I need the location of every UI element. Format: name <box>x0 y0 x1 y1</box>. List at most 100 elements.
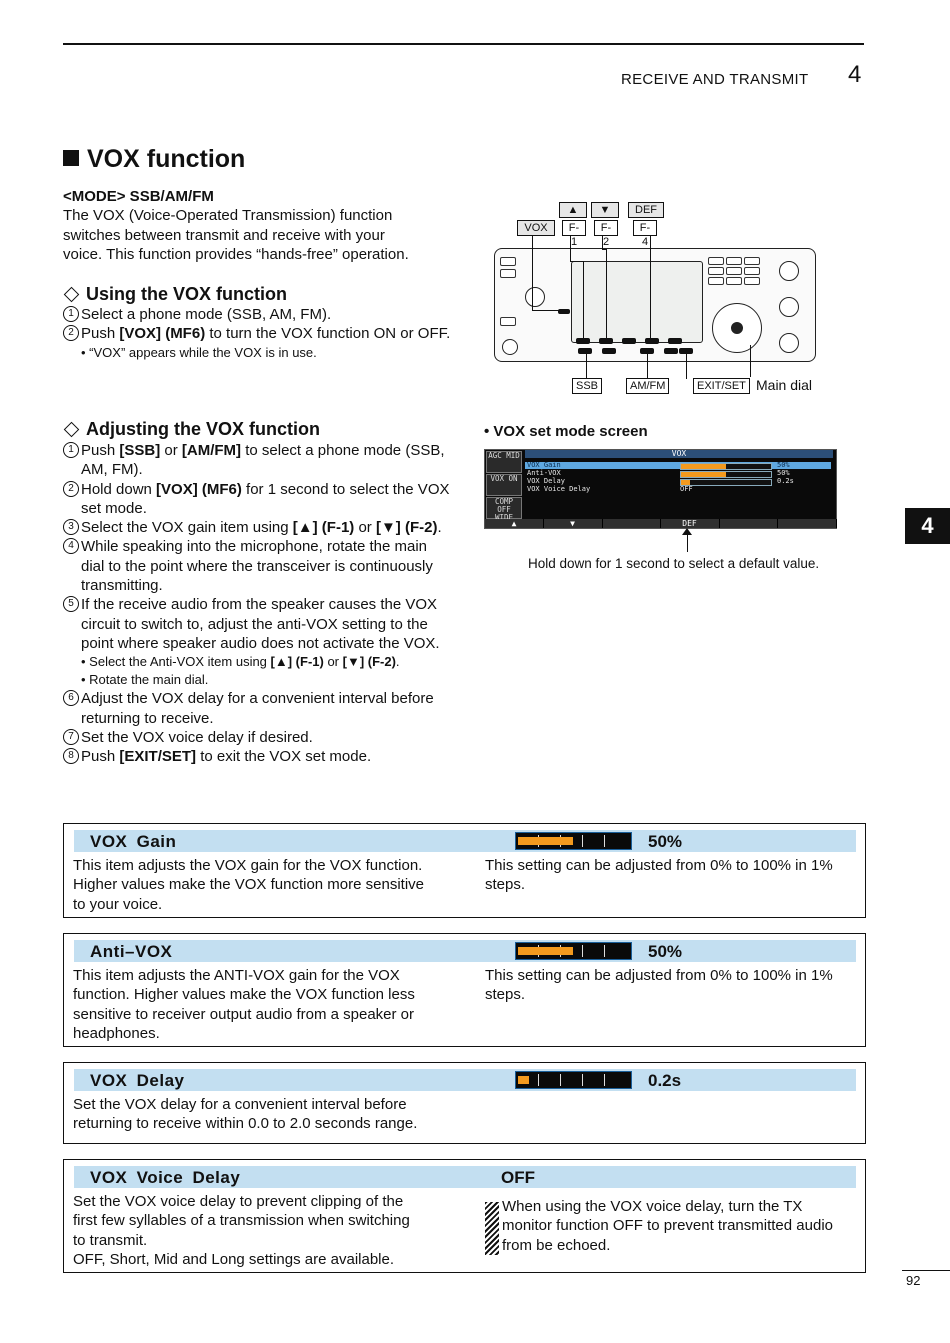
range-note-line: steps. <box>485 876 526 894</box>
description-line: returning to receive within 0.0 to 2.0 s… <box>73 1115 418 1133</box>
range-note-line: This setting can be adjusted from 0% to … <box>485 967 833 984</box>
cw-button[interactable] <box>602 348 616 354</box>
def-key-label: DEF <box>628 202 664 218</box>
page-number-rule <box>902 1270 950 1271</box>
setting-level-meter <box>515 1071 632 1089</box>
section-title: VOX function <box>87 145 246 173</box>
right-knob-bottom[interactable] <box>779 333 799 353</box>
screen-function-bar: ▲▼ DEF <box>485 519 837 528</box>
step-number: 7 <box>63 728 79 745</box>
keypad-button[interactable] <box>726 257 742 265</box>
keypad-button[interactable] <box>708 267 724 275</box>
amfm-button[interactable] <box>640 348 654 354</box>
range-note-line: from be echoed. <box>502 1236 611 1254</box>
right-knob-mid[interactable] <box>779 297 799 317</box>
main-dial-finger-hole <box>731 322 743 334</box>
step-text: Push <box>81 325 120 343</box>
screen-function-key[interactable] <box>602 519 661 528</box>
f3-button[interactable] <box>622 338 636 344</box>
chapter-tab: 4 <box>905 508 950 544</box>
description-line: first few syllables of a transmission wh… <box>73 1212 410 1230</box>
keypad-button[interactable] <box>726 277 742 285</box>
step-number: 1 <box>63 306 79 322</box>
ssb-button[interactable] <box>578 348 592 354</box>
description-line: headphones. <box>73 1024 160 1042</box>
meter-tick <box>604 835 605 847</box>
using-note: • “VOX” appears while the VOX is in use. <box>81 344 317 360</box>
amfm-key-label: AM/FM <box>626 378 670 394</box>
screen-side-button[interactable]: COMP OFF WIDE <box>486 497 522 522</box>
keypad-button[interactable] <box>744 257 760 265</box>
keypad-button[interactable] <box>744 267 760 275</box>
screen-function-key[interactable]: DEF <box>661 519 720 528</box>
screen-function-key[interactable]: ▼ <box>544 519 603 528</box>
bold-text: [▲] (F-1) <box>292 519 355 537</box>
right-knob-top[interactable] <box>779 261 799 281</box>
left-button-1[interactable] <box>500 257 516 266</box>
keypad-button[interactable] <box>708 257 724 265</box>
screen-function-key[interactable] <box>778 519 837 528</box>
f5-button[interactable] <box>668 338 682 344</box>
intro-block: <MODE> SSB/AM/FM The VOX (Voice-Operated… <box>63 187 463 264</box>
step-text: Set the VOX voice delay if desired. <box>81 728 313 746</box>
screen-caption: • VOX set mode screen <box>484 423 648 440</box>
f1-button[interactable] <box>576 338 590 344</box>
setting-item-name: VOX Gain <box>90 832 177 851</box>
left-knob[interactable] <box>525 287 545 307</box>
header-rule <box>63 43 864 45</box>
main-dial-label: Main dial <box>756 377 813 393</box>
rtty-button[interactable] <box>664 348 678 354</box>
keypad-button[interactable] <box>708 277 724 285</box>
f1-leader-line <box>583 261 584 338</box>
screen-function-key[interactable]: ▲ <box>485 519 544 528</box>
step-text: . <box>395 654 400 670</box>
step-text: If the receive audio from the speaker ca… <box>81 596 440 652</box>
screen-row-value: 50% <box>777 469 790 477</box>
vox-key-label: VOX <box>517 220 555 236</box>
description-line: Set the VOX delay for a convenient inter… <box>73 1096 407 1113</box>
setting-item-value: 50% <box>648 942 683 961</box>
setting-range-note: This setting can be adjusted from 0% to … <box>485 966 860 1005</box>
screen-function-key[interactable] <box>719 519 778 528</box>
section-heading: VOX function <box>63 145 245 174</box>
range-note-line: monitor function OFF to prevent transmit… <box>502 1217 833 1235</box>
exitset-key-label: EXIT/SET <box>693 378 750 394</box>
keypad-button[interactable] <box>744 277 760 285</box>
keypad-button[interactable] <box>726 267 742 275</box>
diamond-icon <box>63 286 80 303</box>
bold-text: [▼] (F-2) <box>375 519 438 537</box>
setting-level-meter <box>515 942 632 960</box>
step-number: 8 <box>63 748 79 765</box>
step-number: 3 <box>63 519 79 536</box>
left-button-2[interactable] <box>500 269 516 278</box>
setting-item-name: VOX Delay <box>90 1071 185 1090</box>
screen-row-bar <box>680 463 772 470</box>
transceiver-diagram: ▲ ▼ DEF VOX F-1 F-2 F-4 SSB AM/FM EXIT/ <box>480 195 830 400</box>
step-number: 6 <box>63 690 79 707</box>
meter-tick <box>582 1074 583 1086</box>
f2-button[interactable] <box>599 338 613 344</box>
screen-side-button[interactable]: VOX ON <box>486 474 522 496</box>
f4-button[interactable] <box>645 338 659 344</box>
step-text: . <box>437 519 442 537</box>
left-button-3[interactable] <box>500 317 516 326</box>
f4-key-label: F-4 <box>633 220 657 248</box>
exit-set-button[interactable] <box>679 348 693 354</box>
screen-side-button[interactable]: AGC MID <box>486 451 522 473</box>
step-text: or <box>323 654 343 670</box>
vox-leader-line <box>532 235 533 310</box>
mf6-vox-button[interactable] <box>558 309 570 314</box>
page-number: 92 <box>906 1273 921 1288</box>
